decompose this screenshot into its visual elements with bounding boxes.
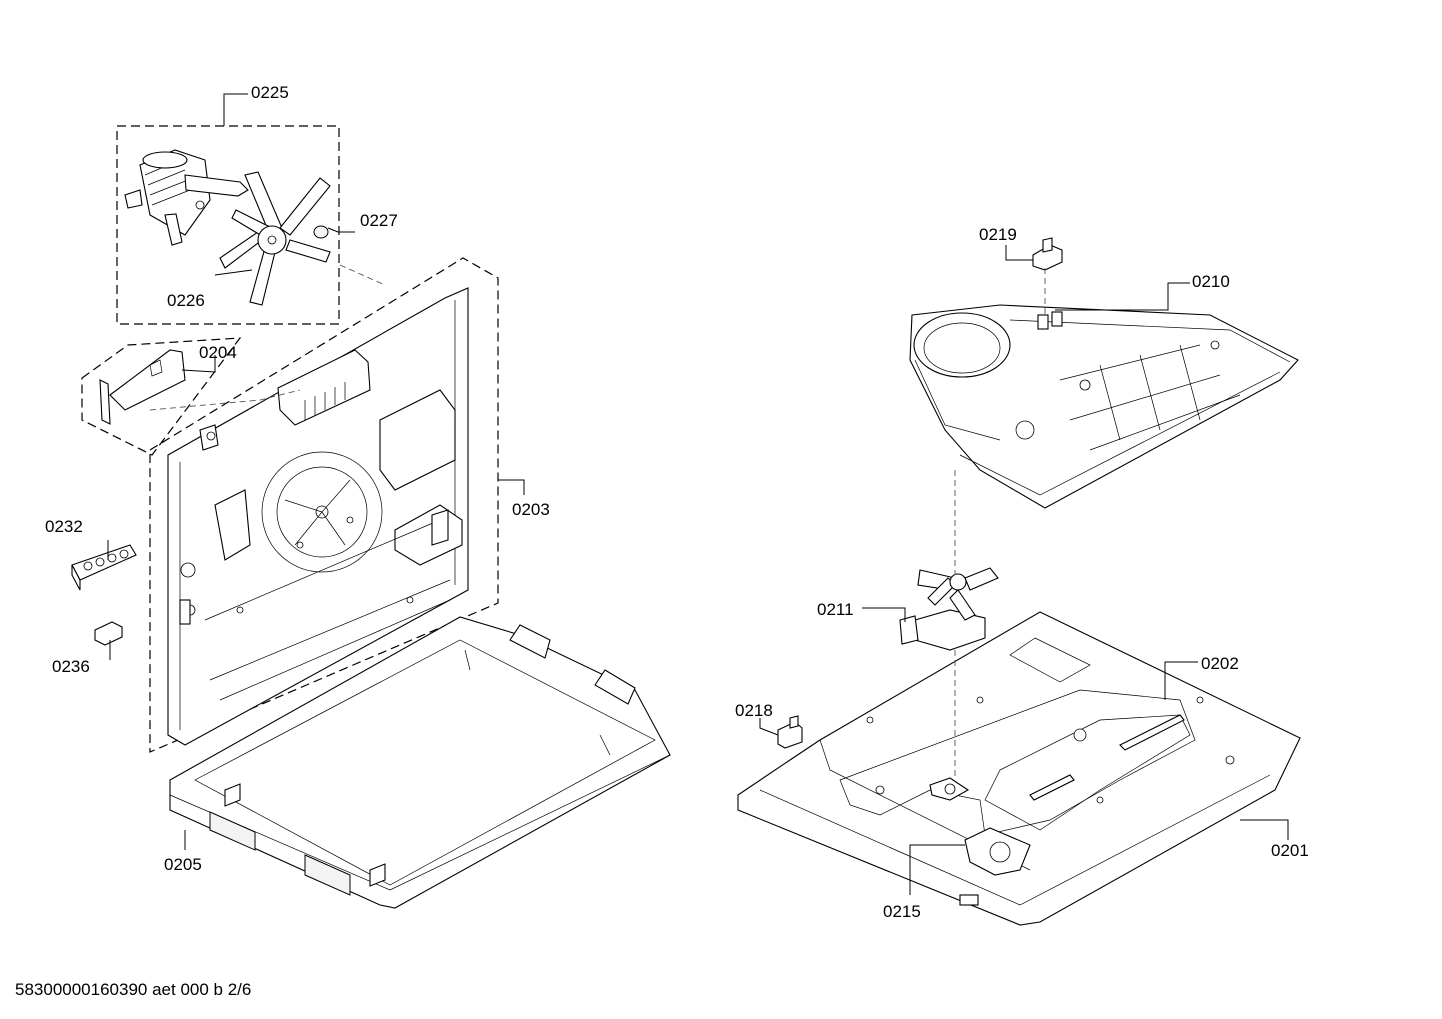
fan-motor-part <box>124 149 249 246</box>
cooling-fan-motor-0211 <box>899 567 999 651</box>
fan-housing-0210 <box>909 304 1299 509</box>
label-0218: 0218 <box>735 701 773 720</box>
document-footer-code: 58300000160390 aet 000 b 2/6 <box>15 980 252 999</box>
label-0202: 0202 <box>1201 654 1239 673</box>
connector-part-0236 <box>94 621 123 646</box>
label-0210: 0210 <box>1192 272 1230 291</box>
fan-motor-group-0225 <box>116 125 340 325</box>
label-0204: 0204 <box>199 343 237 362</box>
switch-part-0218 <box>777 715 803 749</box>
label-0215: 0215 <box>883 902 921 921</box>
rear-wall-group-0203 <box>149 257 499 753</box>
thermostat-part-0219 <box>1032 237 1063 271</box>
leader-lines <box>107 93 1289 895</box>
nut-part-0227 <box>313 225 329 239</box>
base-plate-0201 <box>737 611 1301 926</box>
label-0232: 0232 <box>45 517 83 536</box>
label-0203: 0203 <box>512 500 550 519</box>
label-0211: 0211 <box>817 600 854 619</box>
label-0201: 0201 <box>1271 841 1309 860</box>
bracket-part-0215 <box>929 777 1031 876</box>
label-0227: 0227 <box>360 211 398 230</box>
label-0205: 0205 <box>164 855 202 874</box>
fan-impeller-part <box>219 171 331 306</box>
label-0236: 0236 <box>52 657 90 676</box>
assembly-line <box>339 264 386 286</box>
label-0225: 0225 <box>251 83 289 102</box>
assembly-line <box>149 389 301 411</box>
label-0219: 0219 <box>979 225 1017 244</box>
label-0226: 0226 <box>167 291 205 310</box>
floor-tray-0205 <box>169 616 671 909</box>
cover-group-0204 <box>81 337 242 456</box>
terminal-block-0232 <box>71 544 137 591</box>
gasket-0202 <box>839 689 1196 836</box>
